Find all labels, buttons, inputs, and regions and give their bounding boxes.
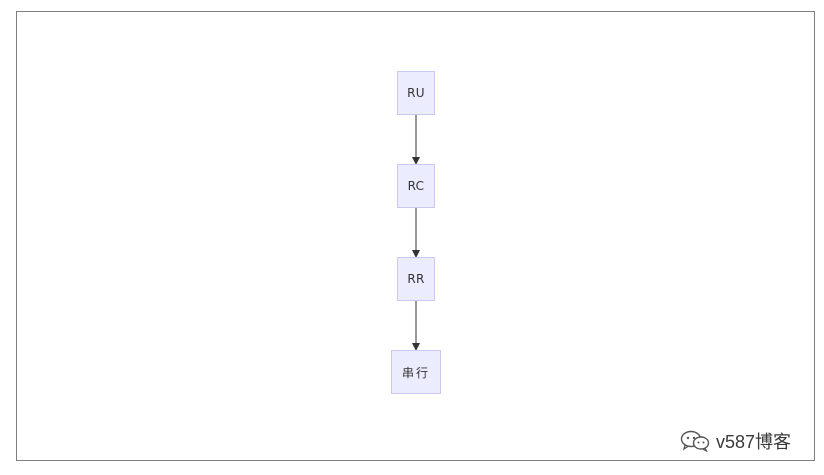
node-rr: RR bbox=[397, 257, 435, 301]
watermark-text: v587博客 bbox=[716, 432, 792, 452]
wechat-icon bbox=[680, 430, 710, 452]
node-serial: 串行 bbox=[391, 350, 441, 394]
node-ru: RU bbox=[397, 71, 435, 115]
watermark: v587博客 bbox=[680, 428, 791, 454]
node-rc: RC bbox=[397, 164, 435, 208]
